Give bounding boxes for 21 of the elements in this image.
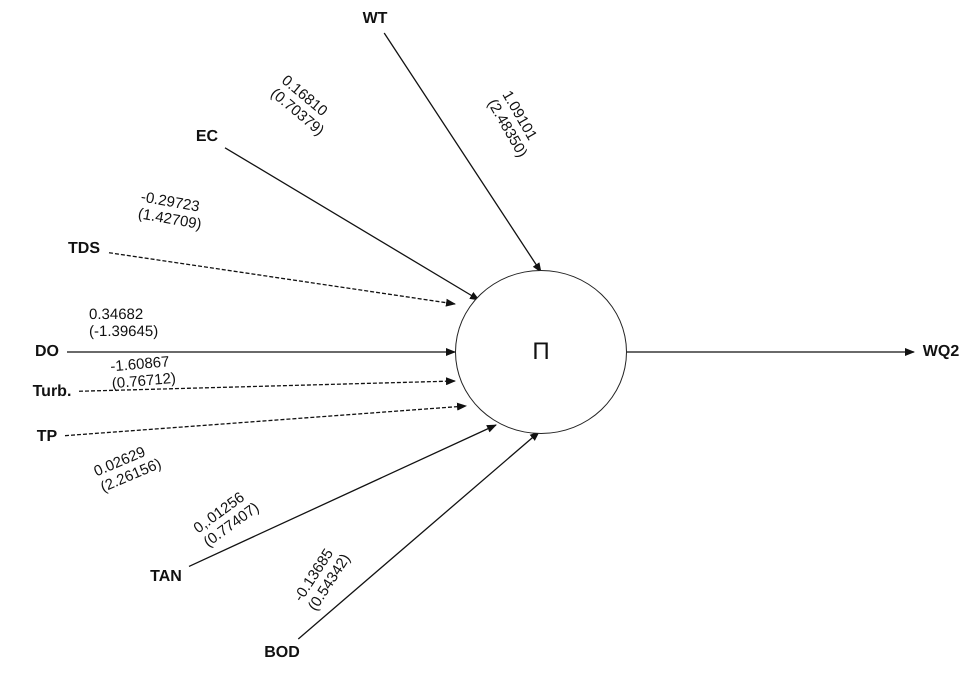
edge-weight-label: -0.29723 (1.42709) [136, 188, 204, 236]
input-variable-label: TP [36, 428, 58, 446]
operator-symbol: Π [532, 338, 550, 366]
edge-weight-label: -1.60867 (0.76712) [110, 352, 178, 392]
arrow [384, 32, 542, 273]
input-variable-label: TDS [68, 240, 100, 258]
input-variable-label: Turb. [32, 383, 72, 401]
arrow [64, 402, 467, 436]
edge-weight-label: 0.34682 (-1.39645) [89, 306, 160, 340]
arrow [188, 424, 497, 567]
input-variable-label: WT [362, 10, 388, 28]
arrow [78, 377, 456, 392]
input-variable-label: EC [196, 128, 218, 146]
input-variable-label: WQ2 [922, 343, 960, 361]
arrow [108, 252, 456, 307]
input-variable-label: DO [35, 343, 59, 361]
arrow [627, 348, 915, 356]
input-variable-label: BOD [264, 644, 300, 662]
input-variable-label: TAN [150, 568, 182, 586]
arrow [67, 348, 456, 356]
arrow [298, 431, 540, 640]
